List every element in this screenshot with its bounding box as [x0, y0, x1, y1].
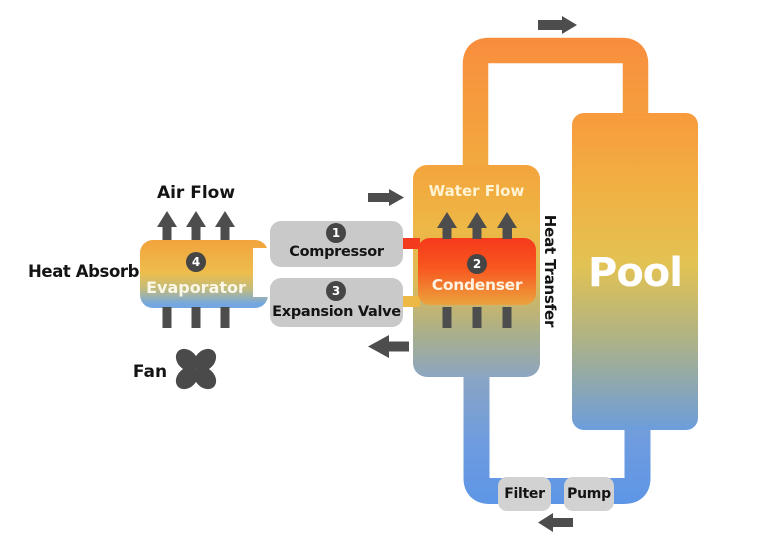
air-flow-bar — [162, 307, 172, 328]
hot-water-pipe — [462, 37, 649, 170]
flow-left-arrow-bottom-icon — [538, 513, 573, 532]
water-flow-bar — [472, 307, 482, 328]
filter: Filter — [498, 477, 551, 511]
pump-label: Pump — [567, 486, 611, 502]
evaporator-label: Evaporator — [146, 278, 246, 297]
condenser: 2 Condenser — [418, 238, 536, 305]
hot-refrigerant-stub — [402, 238, 420, 249]
filter-label: Filter — [504, 486, 545, 502]
expansion-valve-number-badge: 3 — [326, 281, 346, 301]
cold-water-pipe — [463, 368, 651, 504]
evaporator — [140, 240, 268, 308]
pool-label: Pool — [588, 250, 683, 296]
condenser-number-badge: 2 — [467, 254, 487, 274]
air-up-arrow-icon — [157, 211, 177, 240]
heat-absorb-label: Heat Absorb — [28, 262, 140, 281]
air-up-arrow-icon — [215, 211, 235, 240]
air-flow-label: Air Flow — [156, 183, 236, 203]
compressor: 1 Compressor — [270, 221, 403, 267]
compressor-label: Compressor — [289, 244, 384, 260]
expansion-valve-label: Expansion Valve — [272, 304, 401, 320]
pool — [572, 113, 698, 430]
warm-refrigerant-stub — [402, 296, 420, 307]
compressor-number-badge: 1 — [326, 223, 346, 243]
flow-right-arrow-mid-icon — [368, 189, 404, 206]
water-flow-bar — [502, 307, 512, 328]
air-flow-bar — [191, 307, 201, 328]
condenser-label: Condenser — [431, 276, 523, 294]
fan-label: Fan — [132, 362, 168, 382]
fan-icon — [175, 348, 217, 390]
flow-right-arrow-top-icon — [538, 16, 577, 34]
water-flow-label: Water Flow — [428, 182, 525, 200]
air-up-arrow-icon — [186, 211, 206, 240]
pump: Pump — [564, 477, 614, 511]
water-up-arrow-icon — [437, 212, 457, 239]
expansion-valve: 3 Expansion Valve — [270, 278, 403, 327]
evaporator-number-badge: 4 — [186, 252, 206, 272]
water-flow-bar — [442, 307, 452, 328]
water-up-arrow-icon — [467, 212, 487, 239]
air-flow-bar — [220, 307, 230, 328]
evaporator-notch — [253, 248, 270, 297]
flow-left-arrow-mid-icon — [368, 335, 409, 358]
water-up-arrow-icon — [497, 212, 517, 239]
